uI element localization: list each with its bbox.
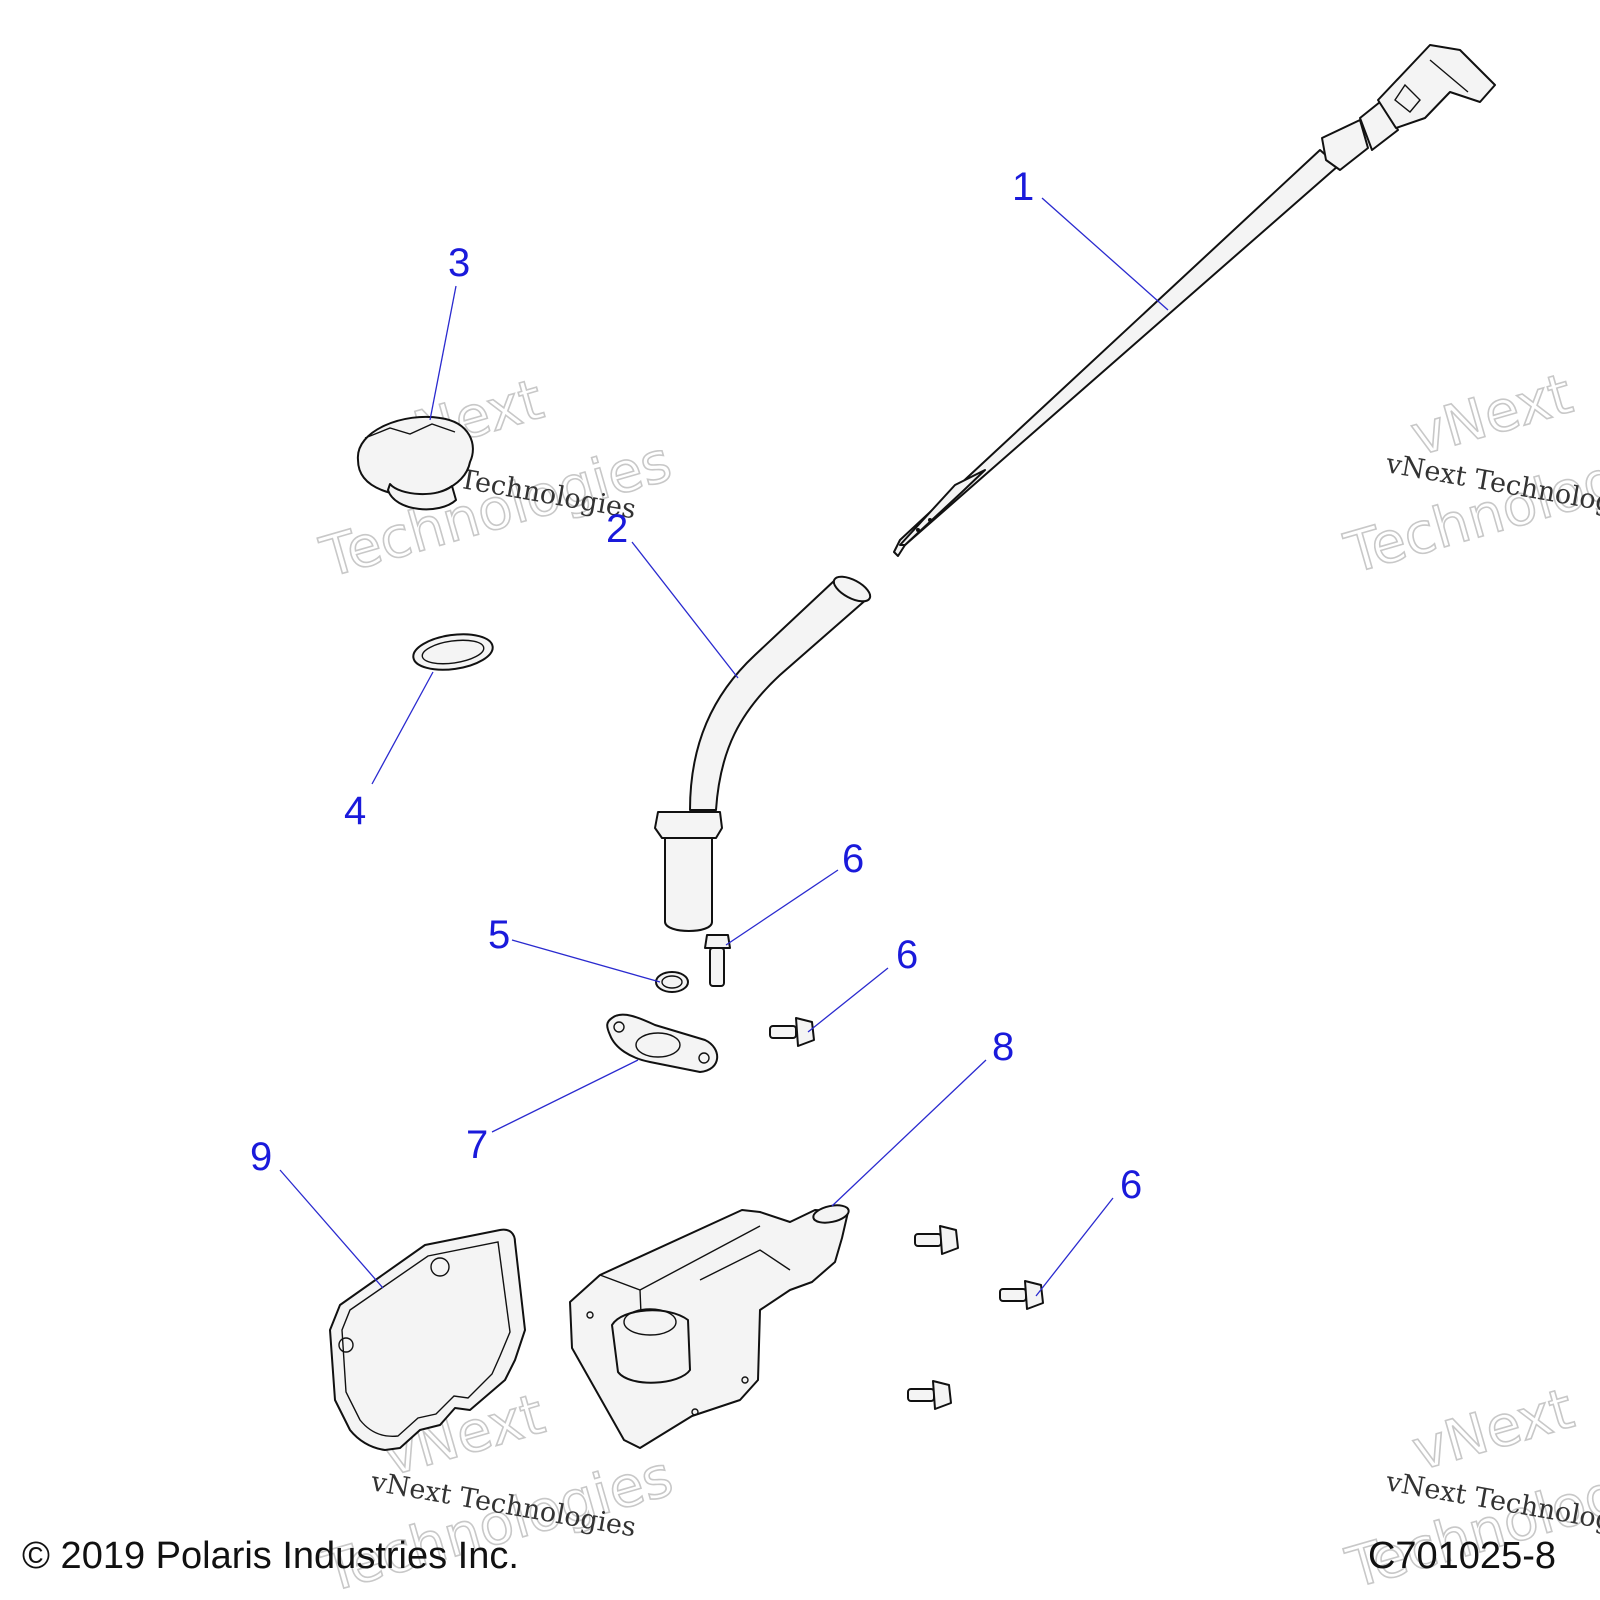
bolt-part xyxy=(999,1280,1044,1310)
dipstick-part xyxy=(893,44,1496,557)
callout-8: 8 xyxy=(992,1025,1014,1069)
watermark-top-left: vNext Technologies xyxy=(313,366,679,592)
leader-lines xyxy=(279,197,1169,1297)
callout-5: 5 xyxy=(488,913,510,957)
watermark-vnext: vNext xyxy=(1404,362,1579,470)
leader-line-2 xyxy=(631,541,739,679)
callouts: 1 2 3 4 5 6 6 6 7 8 9 xyxy=(250,165,1142,1207)
watermark-vnext: vNext xyxy=(1405,1376,1580,1484)
callout-6b: 6 xyxy=(896,933,918,977)
bolt-part xyxy=(704,934,731,987)
leader-line-6b xyxy=(807,967,889,1033)
leader-line-9 xyxy=(279,1169,384,1289)
copyright-notice: © 2019 Polaris Industries Inc. xyxy=(22,1535,519,1577)
filler-cap-part xyxy=(356,415,474,511)
o-ring-small-part xyxy=(655,971,689,993)
bolt-part xyxy=(914,1225,959,1255)
leader-line-8 xyxy=(831,1059,987,1207)
leader-line-1 xyxy=(1041,197,1169,311)
callout-4: 4 xyxy=(344,789,366,833)
oil-cover-part xyxy=(569,1204,850,1449)
leader-line-6a xyxy=(725,869,839,946)
leader-line-7 xyxy=(491,1059,639,1133)
callout-9: 9 xyxy=(250,1135,272,1179)
bolt-part xyxy=(907,1380,952,1410)
o-ring-large-part xyxy=(412,633,494,671)
callout-3: 3 xyxy=(448,241,470,285)
leader-line-3 xyxy=(429,285,457,421)
callout-2: 2 xyxy=(606,507,628,551)
tube-gasket-part xyxy=(606,1013,719,1073)
cover-gasket-part xyxy=(329,1228,526,1451)
figure-id: C701025-8 xyxy=(1367,1535,1556,1577)
leader-line-5 xyxy=(511,939,661,983)
leader-line-6c xyxy=(1035,1197,1114,1297)
leader-line-4 xyxy=(371,671,434,785)
callout-7: 7 xyxy=(466,1123,488,1167)
callout-6c: 6 xyxy=(1120,1163,1142,1207)
callout-1: 1 xyxy=(1012,165,1034,209)
dipstick-tube-part xyxy=(654,575,872,932)
callout-6a: 6 xyxy=(842,837,864,881)
bolt-part xyxy=(769,1017,815,1047)
